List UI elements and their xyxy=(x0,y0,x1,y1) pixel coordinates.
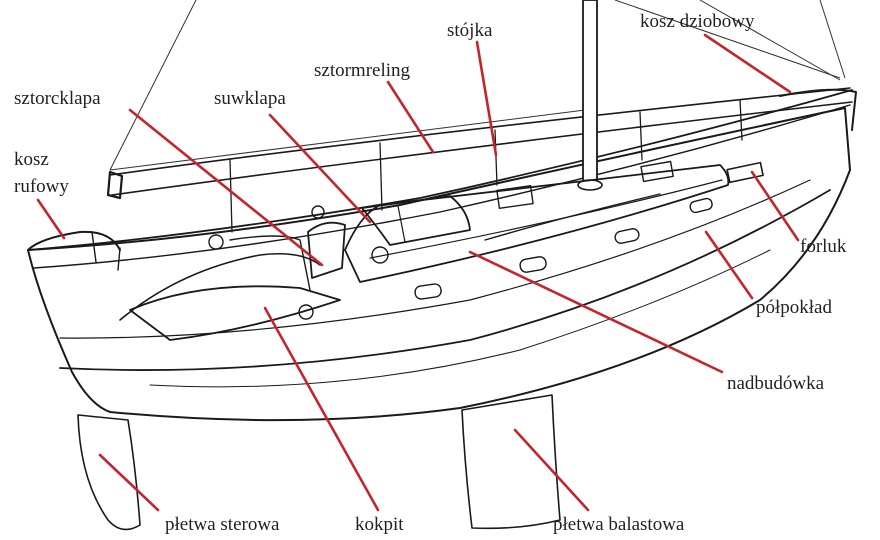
rigging xyxy=(109,0,846,171)
label-sztorcklapa: sztorcklapa xyxy=(14,88,101,109)
label-kosz-rufowy-line1: kosz xyxy=(14,149,49,170)
leader-polpoklad xyxy=(704,230,754,300)
label-kokpit: kokpit xyxy=(355,514,404,535)
bow-pulpit xyxy=(779,88,857,131)
label-nadbudowka: nadbudówka xyxy=(727,373,825,394)
label-pletwa-balastowa: płetwa balastowa xyxy=(553,514,685,535)
rudder-shape xyxy=(77,414,141,531)
leader-sztorcklapa xyxy=(128,108,324,267)
leader-lines xyxy=(36,33,800,512)
label-kosz-rufowy-line2: rufowy xyxy=(14,176,69,197)
mast xyxy=(577,0,603,191)
label-pletwa-sterowa: płetwa sterowa xyxy=(165,514,280,535)
leader-pletwa-sterowa xyxy=(98,453,160,512)
leader-forluk xyxy=(750,170,800,242)
leader-kokpit xyxy=(263,306,380,512)
deck-hatch-front xyxy=(640,160,674,183)
forehatch xyxy=(726,161,764,184)
deck-hatch xyxy=(496,185,534,209)
leader-sztormreling xyxy=(386,80,435,154)
label-stojka: stójka xyxy=(447,20,493,41)
label-forluk: forluk xyxy=(800,236,847,257)
leader-stojka xyxy=(475,40,498,157)
label-kosz-dziobowy: kosz dziobowy xyxy=(640,11,755,32)
deckhouse xyxy=(344,164,730,300)
hull-shape xyxy=(27,107,851,422)
label-polpoklad: półpokład xyxy=(756,297,832,318)
stern-pulpit xyxy=(27,230,121,271)
label-suwklapa: suwklapa xyxy=(214,88,286,109)
leader-kosz-dziobowy xyxy=(703,33,792,94)
companionway-board xyxy=(307,221,346,279)
labels: stójka kosz dziobowy sztormreling sztorc… xyxy=(14,11,847,535)
leader-kosz-rufowy xyxy=(36,198,66,240)
cockpit xyxy=(119,205,389,341)
label-sztormreling: sztormreling xyxy=(314,60,411,81)
sliding-hatch xyxy=(361,195,471,246)
keel-shape xyxy=(461,394,561,530)
leader-nadbudowka xyxy=(468,250,724,374)
leader-pletwa-balastowa xyxy=(513,428,590,512)
leader-suwklapa xyxy=(268,113,372,224)
deck-lines xyxy=(27,89,853,388)
